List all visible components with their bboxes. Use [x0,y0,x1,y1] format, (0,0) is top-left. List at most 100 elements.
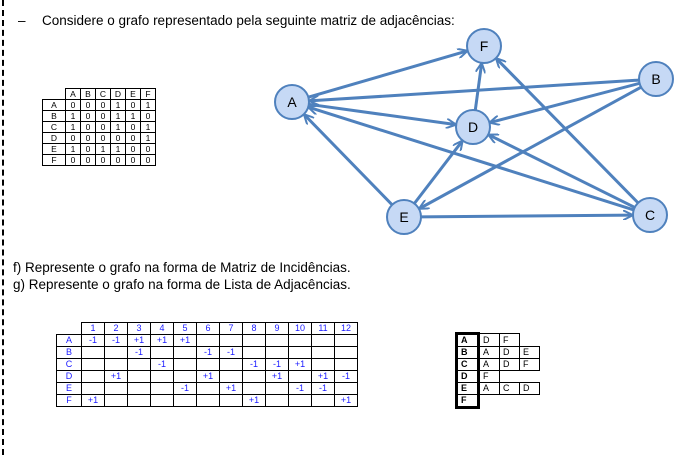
inc-cell: -1 [81,334,105,347]
item-g-text: g) Represente o grafo na forma de Lista … [13,277,351,292]
inc-cell: -1 [311,382,335,395]
list-row: F [455,394,540,409]
node-circle [455,109,491,145]
node-e: E [386,199,422,235]
inc-cell [173,394,197,407]
inc-row-header: C [56,358,82,371]
list-empty [479,395,500,408]
inc-cell [104,382,128,395]
inc-cell [127,394,151,407]
inc-cell: +1 [265,370,289,383]
inc-row-header: F [56,394,82,407]
edge-c-d [490,135,636,209]
inc-row: C -1 -1 -1 +1 [56,358,358,371]
node-circle [638,61,674,97]
node-label: D [468,119,478,135]
inc-row-header: A [56,334,82,347]
node-label: F [480,38,489,54]
inc-cell: +1 [173,334,197,347]
node-label: C [645,207,655,223]
question-label: Considere o grafo representado pela segu… [42,13,455,28]
inc-cell [219,394,243,407]
inc-cell [104,346,128,359]
inc-cell [242,334,266,347]
inc-cell [265,382,289,395]
list-row: C A D F [455,358,540,371]
edge-d-f [473,65,481,111]
edge-a-d [308,102,454,124]
inc-cell: -1 [104,334,128,347]
inc-cell [311,334,335,347]
inc-cell [311,346,335,359]
inc-cell: -1 [242,358,266,371]
inc-cell [104,358,128,371]
inc-cell [150,370,174,383]
inc-cell [150,382,174,395]
inc-cell [104,394,128,407]
inc-cell [81,358,105,371]
adj-row: C 1 0 0 1 0 1 [42,121,156,133]
inc-cell [127,370,151,383]
inc-cell [334,358,358,371]
adjacency-matrix-table: A B C D E F A 0 0 0 1 0 1 B 1 0 0 1 1 0 … [42,88,156,166]
inc-cell [150,394,174,407]
inc-cell [219,370,243,383]
list-head: C [455,358,480,371]
list-item: D [519,382,540,395]
adj-row: F 0 0 0 0 0 0 [42,154,156,166]
inc-cell [265,394,289,407]
list-item: F [519,358,540,371]
inc-cell: +1 [127,334,151,347]
inc-cell [288,370,312,383]
inc-cell [242,346,266,359]
inc-cell [242,382,266,395]
inc-cell: +1 [242,394,266,407]
list-item: A [478,346,500,359]
inc-cell: +1 [150,334,174,347]
node-circle [466,28,502,64]
inc-row-header: D [56,370,82,383]
list-head: D [455,370,480,383]
inc-cell [242,370,266,383]
edge-c-a [310,108,635,212]
inc-col-header: 9 [265,322,289,335]
inc-cell [127,382,151,395]
inc-row: F +1 +1 +1 [56,394,358,407]
inc-cell: +1 [311,370,335,383]
node-d: D [455,109,491,145]
inc-col-header: 8 [242,322,266,335]
list-empty [520,395,540,408]
inc-col-header: 10 [288,322,312,335]
adj-row: A 0 0 0 1 0 1 [42,99,156,111]
inc-row-header: B [56,346,82,359]
item-f-text: f) Represente o grafo na forma de Matriz… [13,260,351,275]
list-empty [520,371,540,383]
inc-row-header: E [56,382,82,395]
list-head: A [455,332,480,347]
inc-row: A -1 -1 +1 +1 +1 [56,334,358,347]
question-dash: – [18,13,26,28]
inc-cell [173,346,197,359]
inc-cell: -1 [127,346,151,359]
list-item: D [499,346,520,359]
inc-cell [334,346,358,359]
inc-cell: +1 [288,358,312,371]
inc-col-header: 3 [127,322,151,335]
inc-col-header: 4 [150,322,174,335]
list-head: B [455,346,480,359]
inc-corner [57,323,82,335]
list-item: A [478,382,500,395]
edge-b-e [421,85,642,208]
inc-cell [288,346,312,359]
left-dashed-margin [2,0,4,455]
inc-col-header: 7 [219,322,243,335]
list-empty [500,395,520,408]
inc-cell [334,382,358,395]
inc-cell [219,334,243,347]
inc-col-header: 11 [311,322,335,335]
edge-c-f [497,60,640,204]
incidence-matrix-table: 1 2 3 4 5 6 7 8 9 10 11 12 A -1 -1 +1 +1… [56,322,358,407]
inc-cell [81,346,105,359]
